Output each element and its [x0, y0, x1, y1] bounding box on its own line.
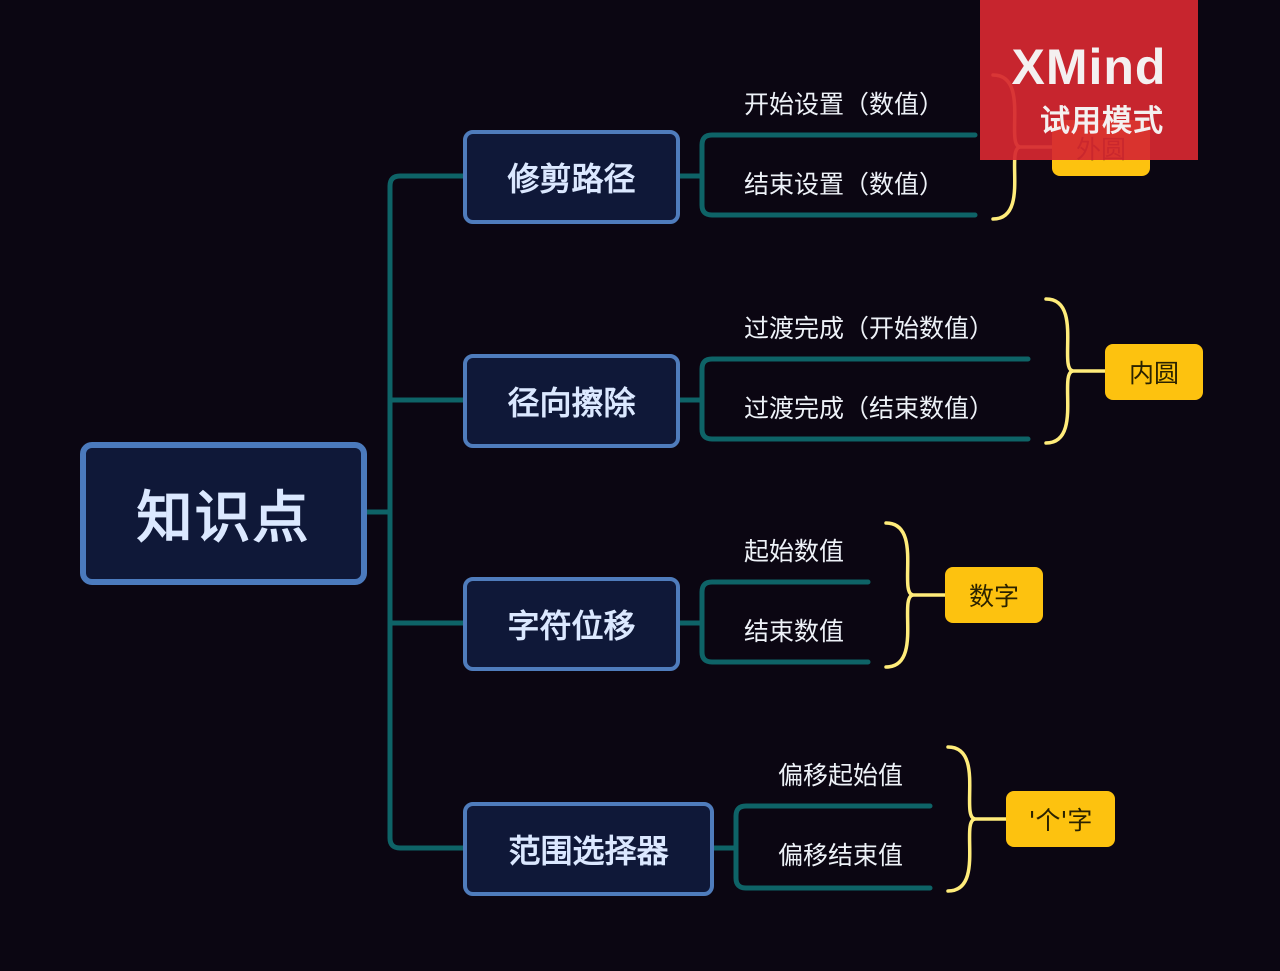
leaf-node[interactable]: 结束数值	[744, 617, 845, 646]
branch-node-label: 范围选择器	[508, 832, 669, 870]
summary-tag-label: '个'字	[1028, 806, 1093, 835]
branch-node-range-selector[interactable]: 范围选择器	[463, 802, 714, 896]
summary-tag-number[interactable]: 数字	[945, 567, 1043, 623]
summary-tag-label: 数字	[968, 582, 1019, 611]
watermark-subtitle: 试用模式	[1040, 104, 1164, 139]
branch-node-label: 修剪路径	[507, 160, 636, 198]
summary-bracket-3	[884, 521, 914, 669]
summary-tag-label: 内圆	[1128, 359, 1179, 388]
leaf-node[interactable]: 开始设置（数值）	[744, 90, 945, 119]
summary-tag-character[interactable]: '个'字	[1006, 791, 1115, 847]
leaf-node[interactable]: 过渡完成（开始数值）	[744, 314, 995, 343]
leaf-connector-4	[711, 803, 933, 891]
summary-tag-inner-circle[interactable]: 内圆	[1105, 344, 1203, 400]
leaf-connector-1	[677, 132, 978, 218]
leaf-node[interactable]: 结束设置（数值）	[744, 170, 945, 199]
leaf-node[interactable]: 偏移起始值	[778, 761, 904, 790]
root-node-label: 知识点	[136, 486, 311, 551]
summary-bracket-4	[946, 745, 976, 893]
branch-node-character-offset[interactable]: 字符位移	[463, 577, 680, 671]
branch-node-label: 字符位移	[507, 607, 636, 645]
branch-node-radial-wipe[interactable]: 径向擦除	[463, 354, 680, 448]
leaf-node[interactable]: 过渡完成（结束数值）	[744, 394, 995, 423]
trial-watermark: XMind 试用模式	[980, 0, 1198, 160]
summary-bracket-2	[1044, 297, 1074, 445]
branch-node-label: 径向擦除	[507, 384, 636, 422]
watermark-brand: XMind	[1011, 39, 1167, 95]
root-node[interactable]: 知识点	[80, 442, 367, 585]
branch-node-trim-path[interactable]: 修剪路径	[463, 130, 680, 224]
trunk-line	[387, 173, 467, 851]
leaf-node[interactable]: 起始数值	[744, 537, 845, 566]
leaf-node[interactable]: 偏移结束值	[778, 841, 904, 870]
leaf-connector-2	[677, 356, 1031, 442]
leaf-connector-3	[677, 579, 871, 665]
